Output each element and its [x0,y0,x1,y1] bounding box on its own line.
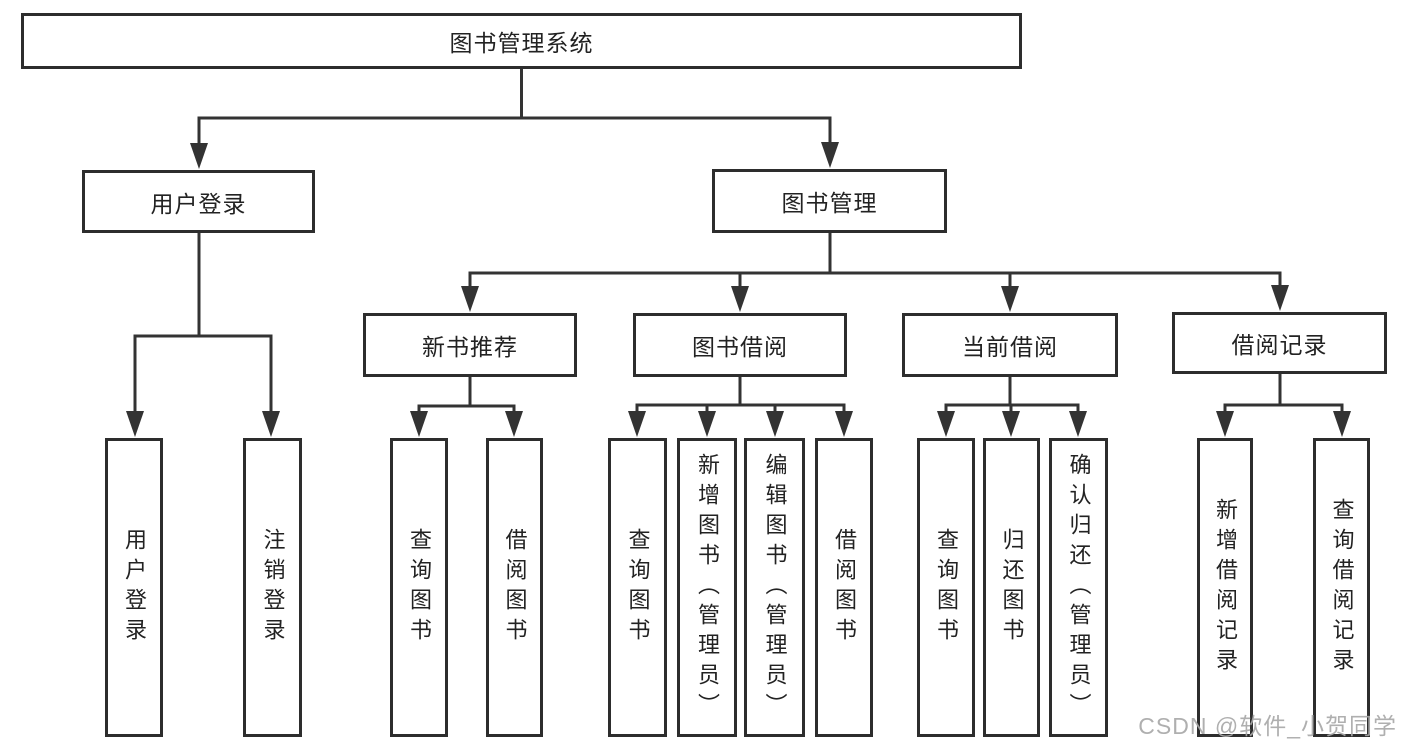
node-new-book-recommend: 新书推荐 [363,313,577,377]
leaf-query-borrow-record: 查询借阅记录 [1313,438,1370,737]
leaf-return-book: 归还图书 [983,438,1040,737]
leaf-query-books-borrow: 查询图书 [608,438,667,737]
node-borrow-records: 借阅记录 [1172,312,1387,374]
leaf-user-login: 用户登录 [105,438,163,737]
node-book-borrow: 图书借阅 [633,313,847,377]
node-current-borrow: 当前借阅 [902,313,1118,377]
leaf-logout: 注销登录 [243,438,302,737]
node-book-management: 图书管理 [712,169,947,233]
leaf-query-books-current: 查询图书 [917,438,975,737]
leaf-query-books-recommend: 查询图书 [390,438,448,737]
leaf-confirm-return-admin: 确认归还（管理员） [1049,438,1108,737]
leaf-edit-book-admin: 编辑图书（管理员） [744,438,805,737]
leaf-borrow-books: 借阅图书 [815,438,873,737]
leaf-add-book-admin: 新增图书（管理员） [677,438,737,737]
node-user-login: 用户登录 [82,170,315,233]
leaf-add-borrow-record: 新增借阅记录 [1197,438,1253,737]
node-library-system: 图书管理系统 [21,13,1022,69]
leaf-borrow-books-recommend: 借阅图书 [486,438,543,737]
